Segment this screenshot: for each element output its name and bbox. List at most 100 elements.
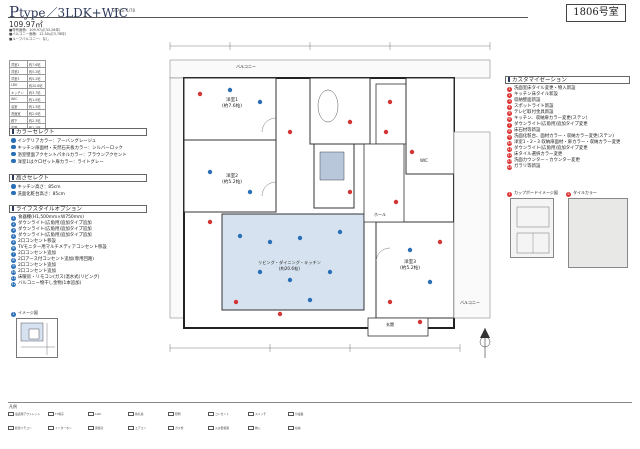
- spec-line: ■専有面積：109.97㎡(33.26坪): [9, 28, 61, 32]
- legend-item: 電話用アウトレット: [8, 412, 40, 416]
- legend-item: 給湯リモコン: [8, 426, 32, 430]
- blue-marker-icon: [11, 151, 16, 157]
- number-marker-icon: 1: [11, 215, 16, 221]
- legend-title: 凡例: [9, 404, 17, 409]
- room2-label: 洋室2(約5.2帖): [222, 174, 243, 185]
- legend-symbol-icon: [88, 412, 94, 416]
- legend-item: ガス栓: [168, 426, 183, 430]
- entrance-label: 玄関: [386, 322, 394, 327]
- legend-item: TV端子: [48, 412, 64, 416]
- room1-label: 洋室1(約7.6帖): [222, 98, 243, 109]
- list-item: インテリアカラー：アーバングレージュ: [11, 138, 127, 145]
- list-item: 浴室壁面アクセントパネルカラー：ブラウンアクセント: [11, 151, 127, 159]
- table-row: 浴室約1.3帖: [9, 102, 46, 110]
- number-marker-icon: 2: [566, 191, 571, 197]
- number-marker-icon: 8: [507, 128, 512, 134]
- number-marker-icon: 9: [11, 263, 16, 269]
- number-marker-icon: 1: [507, 191, 512, 197]
- blue-marker-icon: [11, 144, 16, 150]
- number-marker-icon: 9: [507, 134, 512, 140]
- color-select-header: カラーセレクト: [9, 128, 147, 136]
- room3-label: 洋室3(約5.2帖): [400, 260, 421, 271]
- header-divider: [8, 17, 528, 18]
- legend-symbol-icon: [288, 412, 294, 416]
- legend-item: スイッチ: [248, 412, 266, 416]
- number-marker-icon: 5: [507, 110, 512, 116]
- legend-item: 収納: [288, 426, 301, 430]
- number-marker-icon: 12: [507, 152, 512, 158]
- top-dimension-ticks: [169, 42, 491, 50]
- legend-symbol-icon: [248, 412, 254, 416]
- spec-line: ■ルーフバルコニー：なし: [9, 36, 50, 41]
- spec-block: ■専有面積：109.97㎡(33.26坪) ■バルコニー面積：12.50㎡(3.…: [9, 28, 66, 41]
- cupboard-image: [510, 198, 554, 258]
- number-marker-icon: 3: [507, 98, 512, 104]
- legend-symbol-icon: [128, 426, 134, 430]
- legend-item: エアコン: [128, 426, 146, 430]
- number-marker-icon: 4: [11, 233, 16, 239]
- legend-item: 床暖房: [88, 426, 103, 430]
- spec-line: ■バルコニー面積：12.50㎡(3.78坪): [9, 32, 66, 37]
- legend-divider: [8, 402, 632, 403]
- cupboard-sketch-icon: [516, 206, 550, 254]
- blue-marker-icon: [11, 190, 16, 196]
- number-marker-icon: 1: [507, 86, 512, 92]
- balcony-right-label: バルコニー: [460, 300, 480, 305]
- number-marker-icon: 2: [11, 221, 16, 227]
- wic-label: WIC: [420, 158, 428, 163]
- lifestyle-option-header: ライフスタイルオプション: [9, 205, 147, 213]
- height-select-header: 高さセレクト: [9, 174, 147, 182]
- legend-item: 物入: [248, 426, 261, 430]
- balcony-top-label: バルコニー: [236, 64, 256, 69]
- legend-symbol-icon: [48, 426, 54, 430]
- legend-symbol-icon: [208, 426, 214, 430]
- height-select-list: キッチン高さ：85cm 洗面化粧台高さ：85cm: [11, 184, 65, 198]
- list-item: キッチン高さ：85cm: [11, 184, 65, 191]
- tile-color-swatch: [568, 198, 628, 268]
- number-marker-icon: 11: [11, 275, 16, 281]
- number-marker-icon: 7: [11, 251, 16, 257]
- legend-symbol-icon: [8, 412, 14, 416]
- floor-area: 109.97㎡: [9, 20, 43, 29]
- legend-symbol-icon: [8, 426, 14, 430]
- number-marker-icon: 7: [507, 122, 512, 128]
- customize-markers: [197, 91, 443, 325]
- list-item: 洋室1はクロゼット扉カラー：ライトグレー: [11, 158, 127, 166]
- number-marker-icon: 14: [507, 164, 512, 170]
- legend-item: LAN: [88, 412, 101, 416]
- lifestyle-option-markers: [207, 87, 433, 303]
- legend-symbol-icon: [168, 412, 174, 416]
- legend-symbol-icon: [288, 426, 294, 430]
- number-marker-icon: 6: [11, 245, 16, 251]
- legend-item: 火災警報器: [208, 426, 229, 430]
- legend-item: 照明: [168, 412, 181, 416]
- legend-item: インターホン: [48, 426, 72, 430]
- ldk-label: リビング・ダイニング・キッチン(約20.6帖): [258, 260, 321, 271]
- number-marker-icon: 6: [507, 116, 512, 122]
- legend-item: 分電盤: [288, 412, 303, 416]
- scale-label: SCALE 1/78: [112, 8, 136, 13]
- legend-symbol-icon: [168, 426, 174, 430]
